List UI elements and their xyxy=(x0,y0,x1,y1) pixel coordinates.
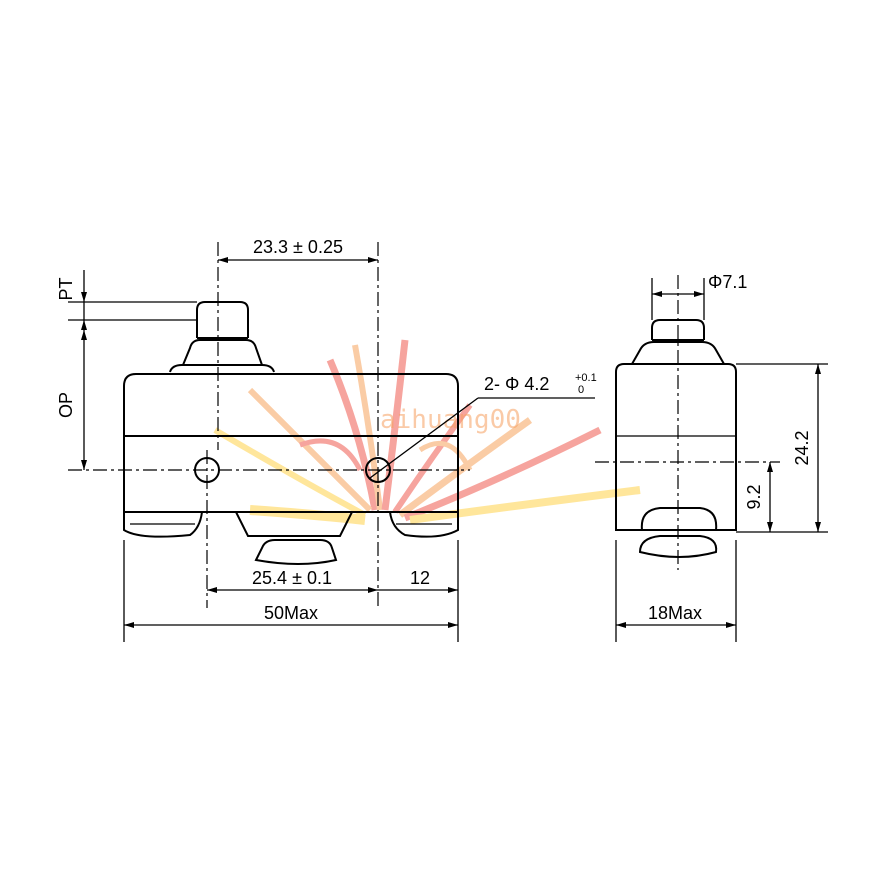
plunger-base xyxy=(182,339,263,366)
switch-body xyxy=(123,373,459,513)
dim-overall-width: 50Max xyxy=(264,603,318,623)
bottom-plunger xyxy=(254,539,338,565)
dim-hole-tol-lower: 0 xyxy=(578,384,584,396)
dim-pt: PT xyxy=(56,277,76,300)
side-body xyxy=(615,363,737,531)
dim-side-width: 18Max xyxy=(648,603,702,623)
dim-hole-spacing: 25.4 ± 0.1 xyxy=(252,568,332,588)
dim-hole-tol-upper: +0.1 xyxy=(575,372,597,384)
dim-op: OP xyxy=(56,392,76,418)
dim-plunger-dia: Φ7.1 xyxy=(708,272,747,292)
dim-top-width: 23.3 ± 0.25 xyxy=(253,237,343,257)
dim-side-lower: 9.2 xyxy=(744,484,764,509)
dim-hole: 2- Φ 4.2 xyxy=(484,374,549,394)
plunger-top xyxy=(196,301,249,338)
dim-offset: 12 xyxy=(410,568,430,588)
side-view: Φ7.1 24.2 9.2 18Max xyxy=(595,272,828,642)
hole-leader xyxy=(369,397,479,479)
front-view: 23.3 ± 0.25 PT OP 2- Φ 4.2 +0.1 0 25.4 ±… xyxy=(56,237,597,642)
mounting-hole-right xyxy=(365,457,391,483)
dim-side-height: 24.2 xyxy=(792,430,812,465)
watermark-text: aihuang00 xyxy=(380,405,521,435)
